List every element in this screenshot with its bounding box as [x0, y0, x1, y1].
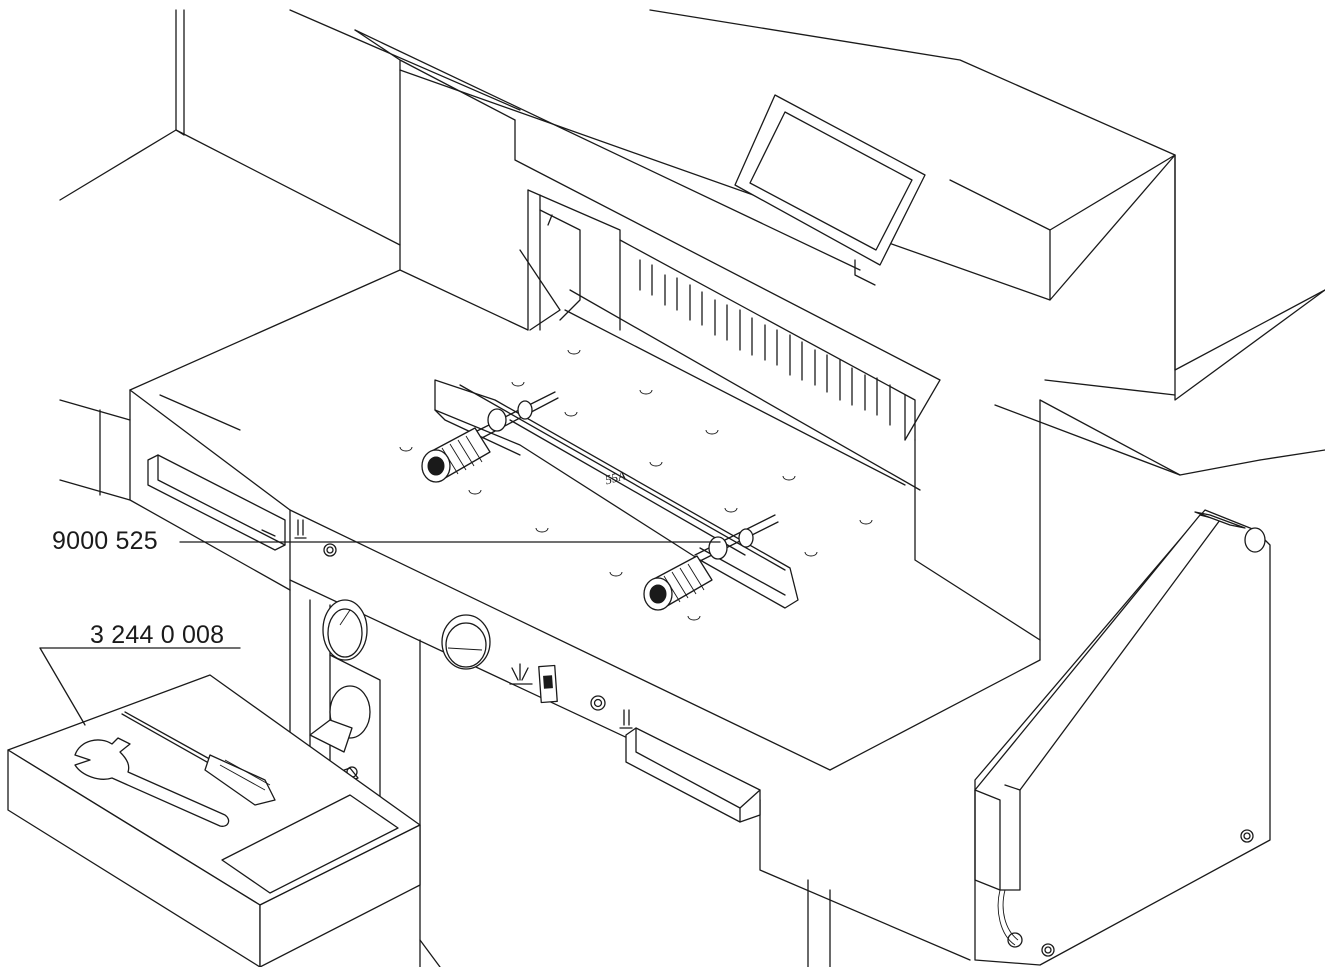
- front-panel: [147, 454, 831, 967]
- table-holes: [399, 349, 873, 621]
- callout-tool-part: 9000 525: [52, 527, 158, 555]
- handle-left: [421, 427, 491, 483]
- handle-right: [643, 555, 713, 611]
- leader-lines: [39, 541, 721, 726]
- side-cover: [974, 509, 1271, 966]
- callout-tool-kit-part: 3 244 0 008: [90, 621, 225, 649]
- tool-kit-box: [7, 674, 421, 967]
- cutting-gauge-tool: 55A: [421, 379, 799, 611]
- machine-frame: [59, 9, 1325, 491]
- gauge-label: 55A: [603, 467, 627, 487]
